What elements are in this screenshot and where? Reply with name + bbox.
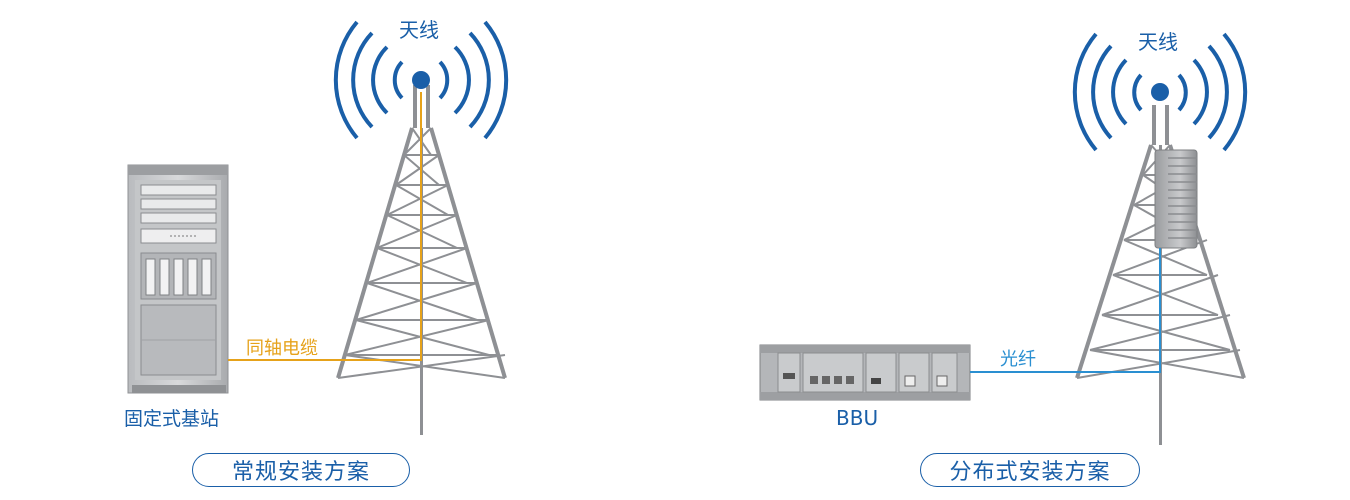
bbu-label: BBU: [836, 406, 879, 430]
caption-conventional: 常规安装方案: [192, 453, 410, 487]
server-rack-icon: [127, 164, 229, 394]
station-label: 固定式基站: [124, 408, 220, 430]
coax-cable-label: 同轴电缆: [246, 338, 318, 359]
antenna-signal-icon: [333, 20, 509, 140]
antenna-label-left: 天线: [399, 18, 439, 42]
fiber-line: [970, 248, 1161, 373]
coax-cable-line: [228, 92, 422, 361]
fiber-label: 光纤: [1000, 349, 1036, 370]
antenna-label-right: 天线: [1138, 30, 1178, 54]
caption-distributed: 分布式安装方案: [920, 453, 1140, 487]
rru-unit-icon: [1154, 149, 1198, 249]
bbu-unit-icon: [759, 344, 971, 401]
antenna-signal-icon: [1072, 32, 1248, 152]
